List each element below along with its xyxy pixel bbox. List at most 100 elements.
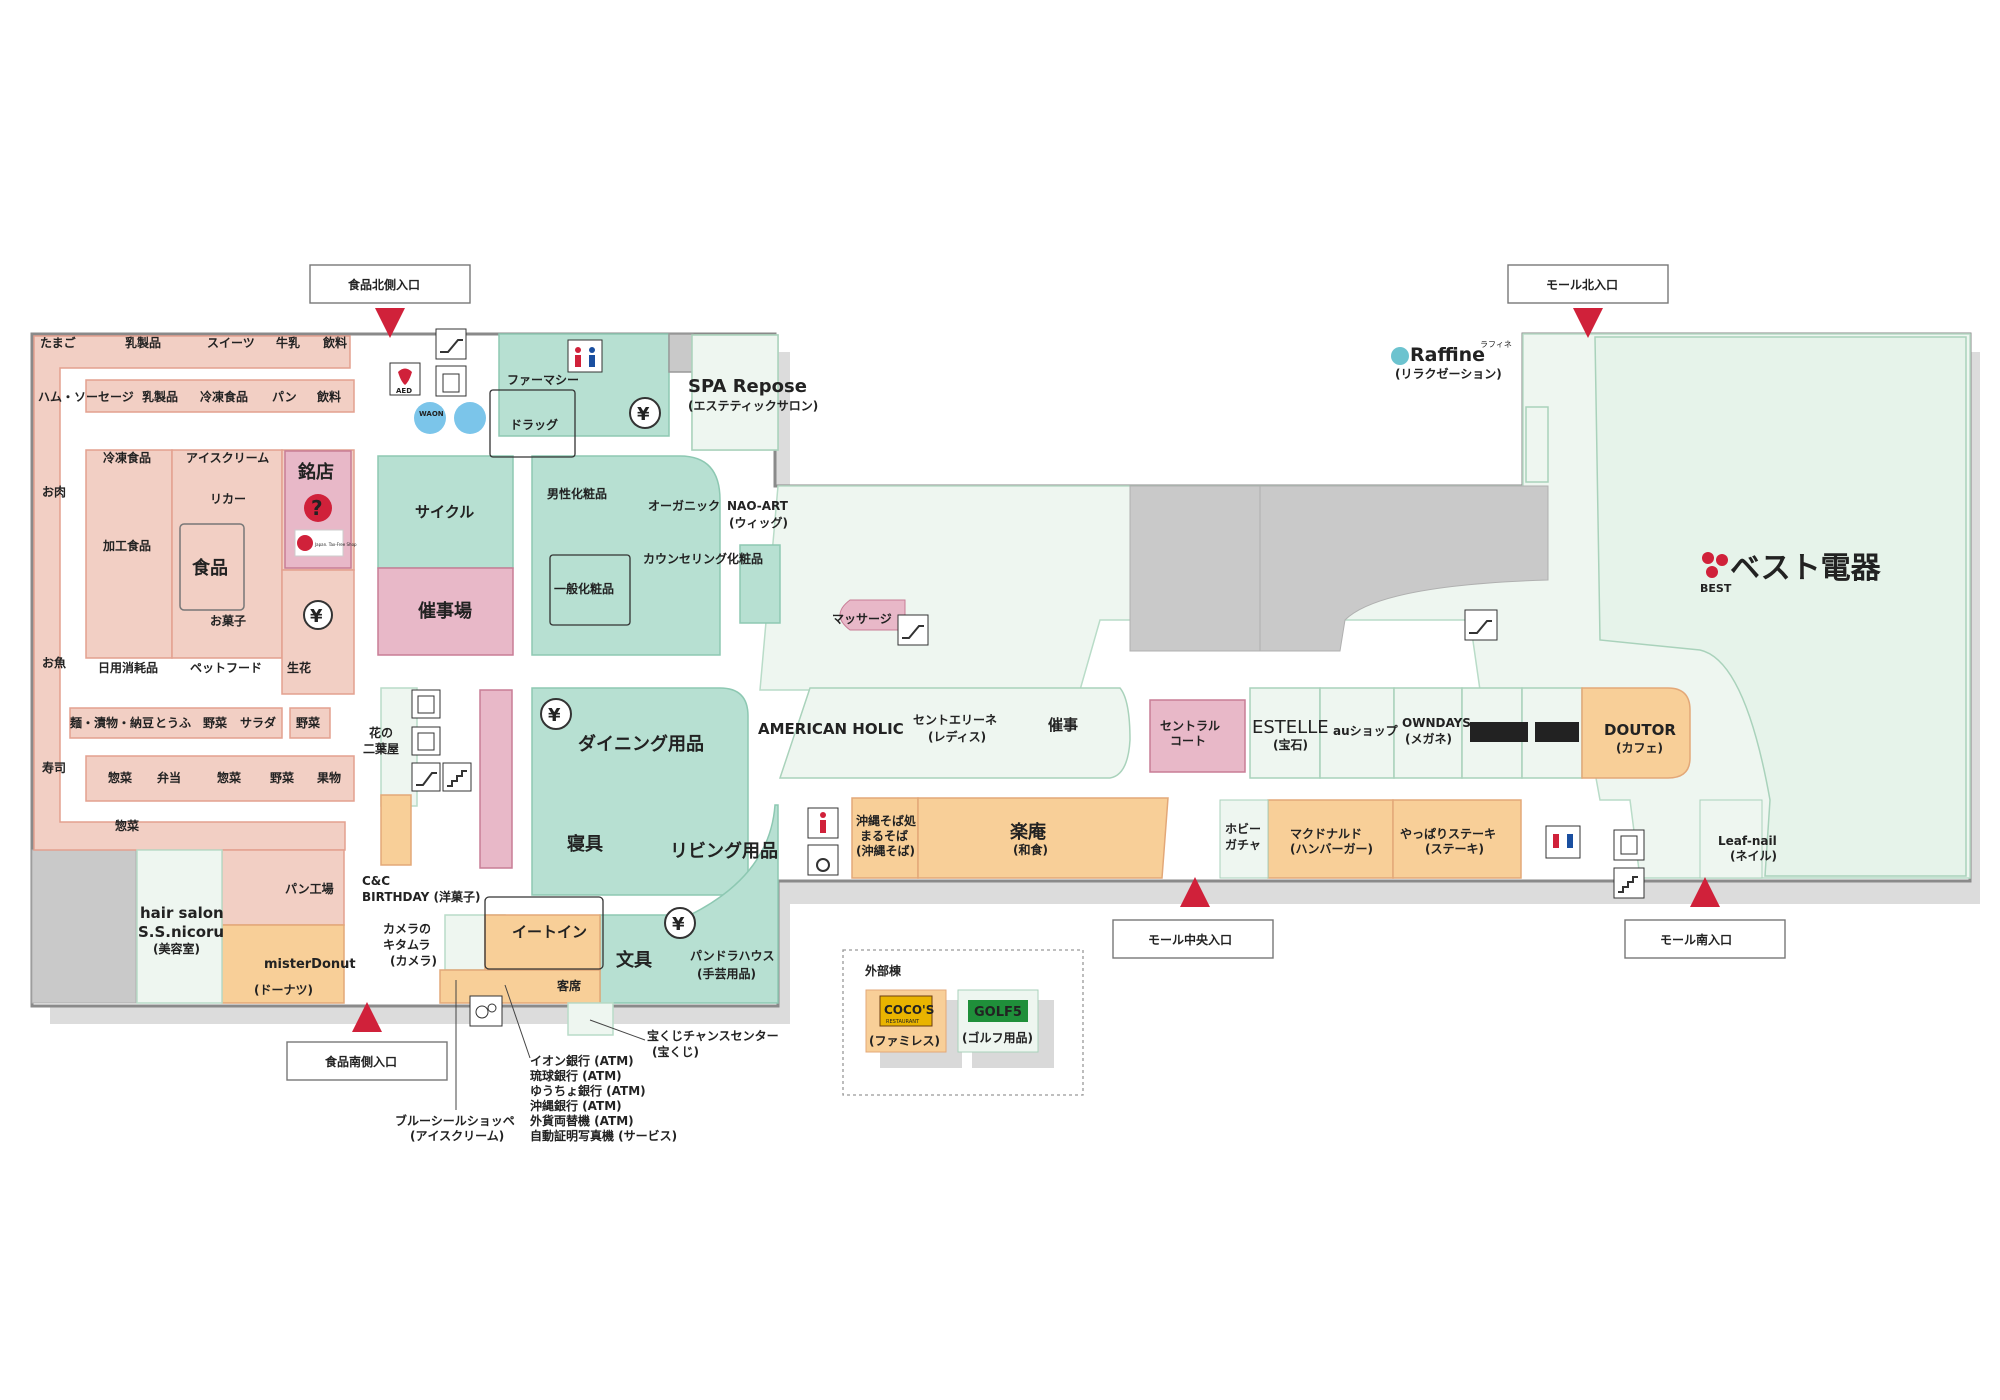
massage-block[interactable] xyxy=(839,599,906,631)
nao-art-label: NAO-ART xyxy=(727,499,789,513)
blue-seal-1: (アイスクリーム) xyxy=(410,1129,504,1143)
mister-donut-sub: (ドーナツ) xyxy=(254,983,313,997)
hobby-1: ガチャ xyxy=(1225,837,1261,852)
arrow-down-icon xyxy=(375,308,405,338)
hobby-block[interactable] xyxy=(1219,799,1269,879)
mcd-sub: (ハンバーガー) xyxy=(1290,841,1373,856)
mister-donut-label: misterDonut xyxy=(264,957,356,972)
hair-salon-block[interactable] xyxy=(136,849,223,1004)
cocos-small: RESTAURANT xyxy=(886,1019,920,1025)
entrance-food-north[interactable]: 食品北側入口 xyxy=(309,264,471,338)
drug-box xyxy=(489,389,576,458)
food-labels: たまご 乳製品 スイーツ 牛乳 飲料 ハム・ソーセージ 乳製品 冷凍食品 パン … xyxy=(38,335,356,997)
col-b-0: アイスクリーム xyxy=(186,451,269,465)
cycle-label: サイクル xyxy=(415,503,474,521)
col-b-3: ペットフード xyxy=(190,661,262,675)
estelle-sub: (宝石) xyxy=(1273,737,1308,752)
left-2: 寿司 xyxy=(42,760,66,775)
centreline-label: セントエリーネ xyxy=(913,713,997,727)
yen-icon-4: ¥ xyxy=(664,907,696,939)
central-court-1: コート xyxy=(1170,734,1206,748)
raffine-icon xyxy=(1391,347,1409,365)
left-1: お魚 xyxy=(42,655,66,670)
meiten-label: 銘店 xyxy=(298,461,334,483)
svg-text:モール北入口: モール北入口 xyxy=(1546,277,1618,292)
row2-3: パン xyxy=(272,390,297,404)
best-denki-block[interactable]: ベスト電器 BEST xyxy=(1594,336,1967,877)
top-row-2: スイーツ xyxy=(207,336,255,350)
best-logo-icon xyxy=(1702,552,1728,578)
annexe-title: 外部棟 xyxy=(865,963,902,978)
row4-0: 惣菜 xyxy=(108,770,132,785)
yen-icon-3: ¥ xyxy=(540,698,572,730)
col-a-1: 加工食品 xyxy=(102,538,151,553)
atm-3: 沖縄銀行 (ATM) xyxy=(530,1098,622,1113)
raffine-label: Raffine xyxy=(1410,344,1485,366)
cc-label-0: C&C xyxy=(362,874,390,888)
shop-logo-2 xyxy=(1535,722,1579,742)
escalator-icon-4 xyxy=(1464,609,1498,641)
top-row-0: たまご xyxy=(40,335,77,350)
row3-1: とうふ xyxy=(155,716,191,730)
corridor-gray-blocks xyxy=(31,485,1549,1004)
restroom-icon-3 xyxy=(1545,825,1581,859)
shokuhin-box xyxy=(179,523,245,611)
svg-text:¥: ¥ xyxy=(672,914,685,935)
arrow-up-icon xyxy=(1690,877,1720,907)
row4-1: 弁当 xyxy=(157,770,181,785)
yen-icon-food: ¥ xyxy=(303,600,333,630)
elevator-icon-2 xyxy=(411,689,441,719)
mister-donut-block[interactable] xyxy=(221,924,345,1004)
doutor-sub: (カフェ) xyxy=(1616,741,1663,755)
central-blocks xyxy=(377,333,781,1036)
svg-text:?: ? xyxy=(311,496,323,520)
rakuan-sub: (和食) xyxy=(1013,842,1048,857)
atm-icon xyxy=(469,995,503,1027)
food-area xyxy=(33,335,355,926)
callout-labels: 宝くじチャンスセンター (宝くじ) ブルーシールショッペ (アイスクリーム) イ… xyxy=(395,1028,779,1143)
row4-3: 野菜 xyxy=(270,770,294,785)
soba-2: (沖縄そば) xyxy=(856,843,915,858)
svg-text:食品南側入口: 食品南側入口 xyxy=(324,1054,397,1069)
eatin-box xyxy=(484,896,604,970)
entrance-food-south[interactable]: 食品南側入口 xyxy=(286,1002,448,1081)
arrow-down-icon xyxy=(1573,308,1603,338)
stairs-icon-2 xyxy=(1613,867,1645,899)
central-court-0: セントラル xyxy=(1160,719,1220,733)
entrance-mall-south[interactable]: モール南入口 xyxy=(1624,877,1786,959)
entrance-mall-center[interactable]: モール中央入口 xyxy=(1112,877,1274,959)
row4-2: 惣菜 xyxy=(217,770,241,785)
mcd-label: マクドナルド xyxy=(1290,827,1362,841)
callout-lines xyxy=(455,980,646,1110)
pandora-sub: (手芸用品) xyxy=(697,966,756,981)
row4-4: 果物 xyxy=(316,770,341,785)
leaf-nail-block[interactable] xyxy=(1699,799,1763,879)
nao-art-sub: (ウィッグ) xyxy=(729,515,788,530)
question-icon: ? xyxy=(304,494,332,522)
escalator-icon-3 xyxy=(897,614,929,646)
cocos-label: COCO'S xyxy=(884,1003,934,1017)
row3-4: 野菜 xyxy=(296,715,320,730)
camera-label-1: キタムラ xyxy=(383,938,430,952)
arrow-up-icon xyxy=(352,1002,382,1032)
owndays-label: OWNDAYS xyxy=(1402,716,1471,730)
restroom-icon-1 xyxy=(567,339,603,373)
counseling-label: カウンセリング化粧品 xyxy=(643,551,763,566)
row2-1: 乳製品 xyxy=(142,389,178,404)
doutor-label: DOUTOR xyxy=(1604,721,1676,739)
cocos-sub: (ファミレス) xyxy=(869,1034,940,1048)
col-a-2: 日用消耗品 xyxy=(98,660,158,675)
leaf-nail-sub: (ネイル) xyxy=(1730,849,1777,863)
owndays-sub: (メガネ) xyxy=(1405,731,1452,746)
golf5-sub: (ゴルフ用品) xyxy=(962,1030,1033,1045)
wheelchair-icon xyxy=(807,844,839,876)
cocos-logo xyxy=(879,995,933,1027)
saiji-label: 催事 xyxy=(1048,716,1078,734)
entrance-mall-north[interactable]: モール北入口 xyxy=(1507,264,1669,338)
pan-koubou-label: パン工場 xyxy=(285,881,334,896)
row3-3: サラダ xyxy=(240,715,276,730)
spa-sub: (エステティックサロン) xyxy=(688,399,818,413)
atm-5: 自動証明写真機 (サービス) xyxy=(530,1128,677,1143)
massage-label: マッサージ xyxy=(832,612,892,626)
aed-icon: AED xyxy=(389,362,421,396)
